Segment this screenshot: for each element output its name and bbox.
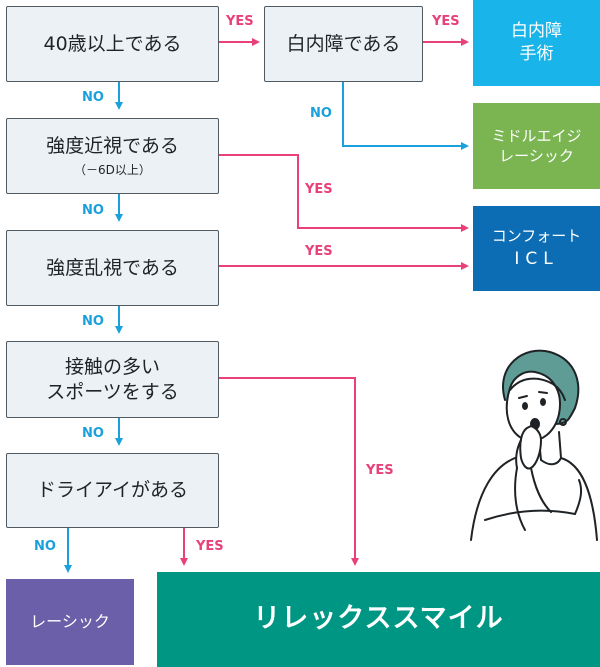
label-q2-yes: YES bbox=[432, 14, 460, 29]
label-q5-no: NO bbox=[82, 426, 104, 441]
arrow-q3-yes bbox=[219, 154, 469, 232]
label-q1-yes: YES bbox=[226, 14, 254, 29]
label-q6-yes: YES bbox=[196, 539, 224, 554]
question-cataract-text: 白内障である bbox=[286, 32, 401, 55]
question-high-myopia-subtext: （－6D以上） bbox=[74, 162, 151, 177]
result-cataract-line1: 白内障 bbox=[511, 21, 562, 42]
result-icl-line1: コンフォート bbox=[491, 226, 582, 245]
question-dry-eye: ドライアイがある bbox=[6, 453, 219, 528]
result-relex-smile: リレックススマイル bbox=[157, 572, 600, 667]
result-middle-age-lasik: ミドルエイジ レーシック bbox=[473, 103, 600, 189]
question-high-myopia: 強度近視である （－6D以上） bbox=[6, 118, 219, 194]
label-q3-yes: YES bbox=[305, 182, 333, 197]
question-dry-eye-text: ドライアイがある bbox=[36, 479, 189, 502]
question-cataract: 白内障である bbox=[264, 6, 423, 82]
result-middle-line1: ミドルエイジ bbox=[491, 126, 582, 145]
arrow-q5-yes bbox=[219, 377, 359, 566]
label-q4-no: NO bbox=[82, 314, 104, 329]
question-high-astigmatism-text: 強度乱視である bbox=[46, 256, 179, 279]
result-middle-line2: レーシック bbox=[499, 147, 574, 165]
question-contact-sports: 接触の多い スポーツをする bbox=[6, 341, 219, 418]
result-cataract-surgery: 白内障 手術 bbox=[473, 0, 600, 86]
question-contact-sports-line1: 接触の多い bbox=[64, 355, 160, 378]
result-relex-text: リレックススマイル bbox=[253, 603, 504, 635]
question-high-myopia-text: 強度近視である bbox=[46, 134, 179, 157]
arrow-q2-no bbox=[342, 82, 469, 150]
result-lasik-text: レーシック bbox=[30, 612, 110, 632]
question-contact-sports-line2: スポーツをする bbox=[46, 380, 179, 403]
label-q2-no: NO bbox=[310, 106, 332, 121]
worried-woman-illustration bbox=[470, 349, 598, 541]
label-q3-no: NO bbox=[82, 203, 104, 218]
label-q1-no: NO bbox=[82, 90, 104, 105]
question-high-astigmatism: 強度乱視である bbox=[6, 230, 219, 306]
label-q4-yes: YES bbox=[305, 244, 333, 259]
result-icl-line2: ICL bbox=[514, 249, 559, 270]
result-cataract-line2: 手術 bbox=[519, 44, 554, 64]
question-age-40-text: 40歳以上である bbox=[43, 32, 182, 55]
label-q6-no: NO bbox=[34, 539, 56, 554]
label-q5-yes: YES bbox=[366, 463, 394, 478]
result-lasik: レーシック bbox=[6, 579, 134, 665]
question-age-40: 40歳以上である bbox=[6, 6, 219, 82]
result-comfort-icl: コンフォート ICL bbox=[473, 206, 600, 291]
